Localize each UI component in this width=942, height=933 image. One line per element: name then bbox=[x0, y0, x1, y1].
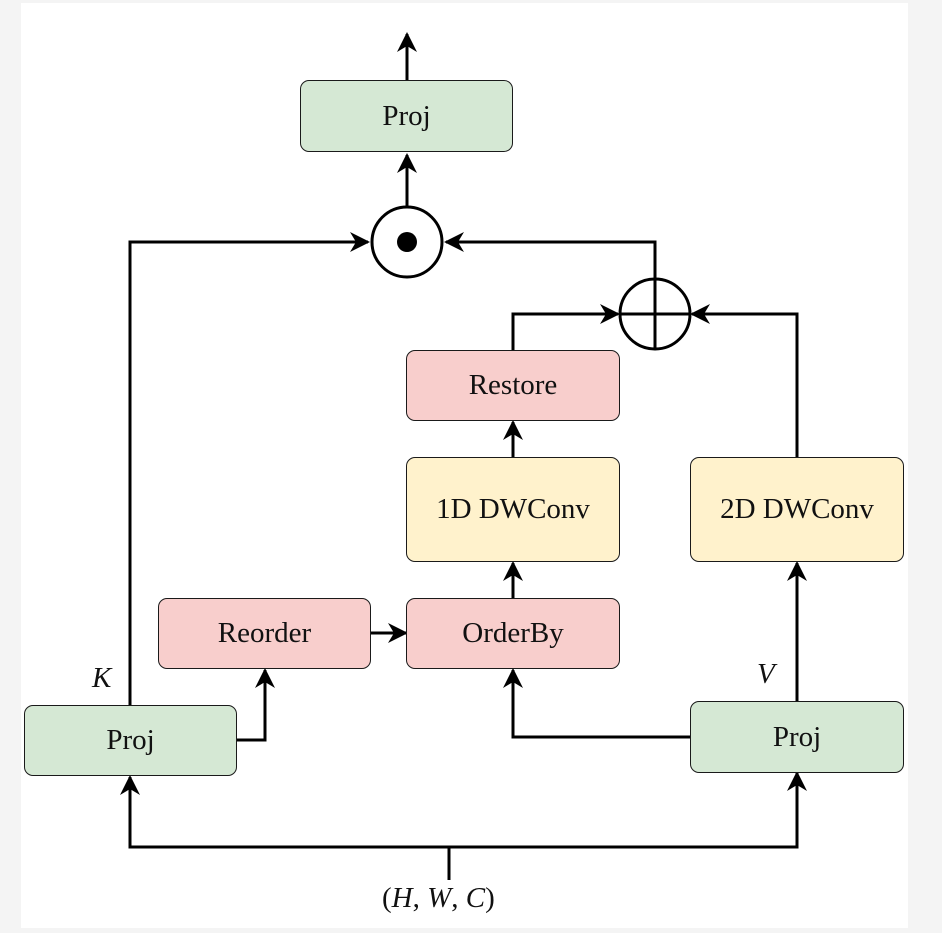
conv1d-block: 1D DWConv bbox=[406, 457, 620, 562]
conv2d-block: 2D DWConv bbox=[690, 457, 904, 562]
input-to-projk-arrow bbox=[120, 775, 449, 849]
restore-block: Restore bbox=[406, 350, 620, 421]
proj-v-block: Proj bbox=[690, 701, 904, 773]
k-label: K bbox=[92, 662, 112, 694]
projv-to-orderby-arrow bbox=[503, 668, 690, 739]
proj-k-block: Proj bbox=[24, 705, 237, 776]
k-to-mul-arrow bbox=[128, 232, 370, 705]
input-to-projv-arrow bbox=[449, 771, 807, 849]
proj-output-block: Proj bbox=[300, 80, 513, 152]
input-shape-label: (H, W, C) bbox=[382, 882, 495, 914]
conv2d-to-add-arrow bbox=[690, 304, 799, 457]
v-label: V bbox=[757, 658, 775, 690]
hadamard-product-icon bbox=[370, 205, 444, 279]
elementwise-sum-icon bbox=[618, 277, 692, 351]
orderby-block: OrderBy bbox=[406, 598, 620, 669]
restore-to-add-arrow bbox=[511, 304, 620, 350]
reorder-block: Reorder bbox=[158, 598, 371, 669]
projk-to-reorder-arrow bbox=[236, 668, 275, 742]
